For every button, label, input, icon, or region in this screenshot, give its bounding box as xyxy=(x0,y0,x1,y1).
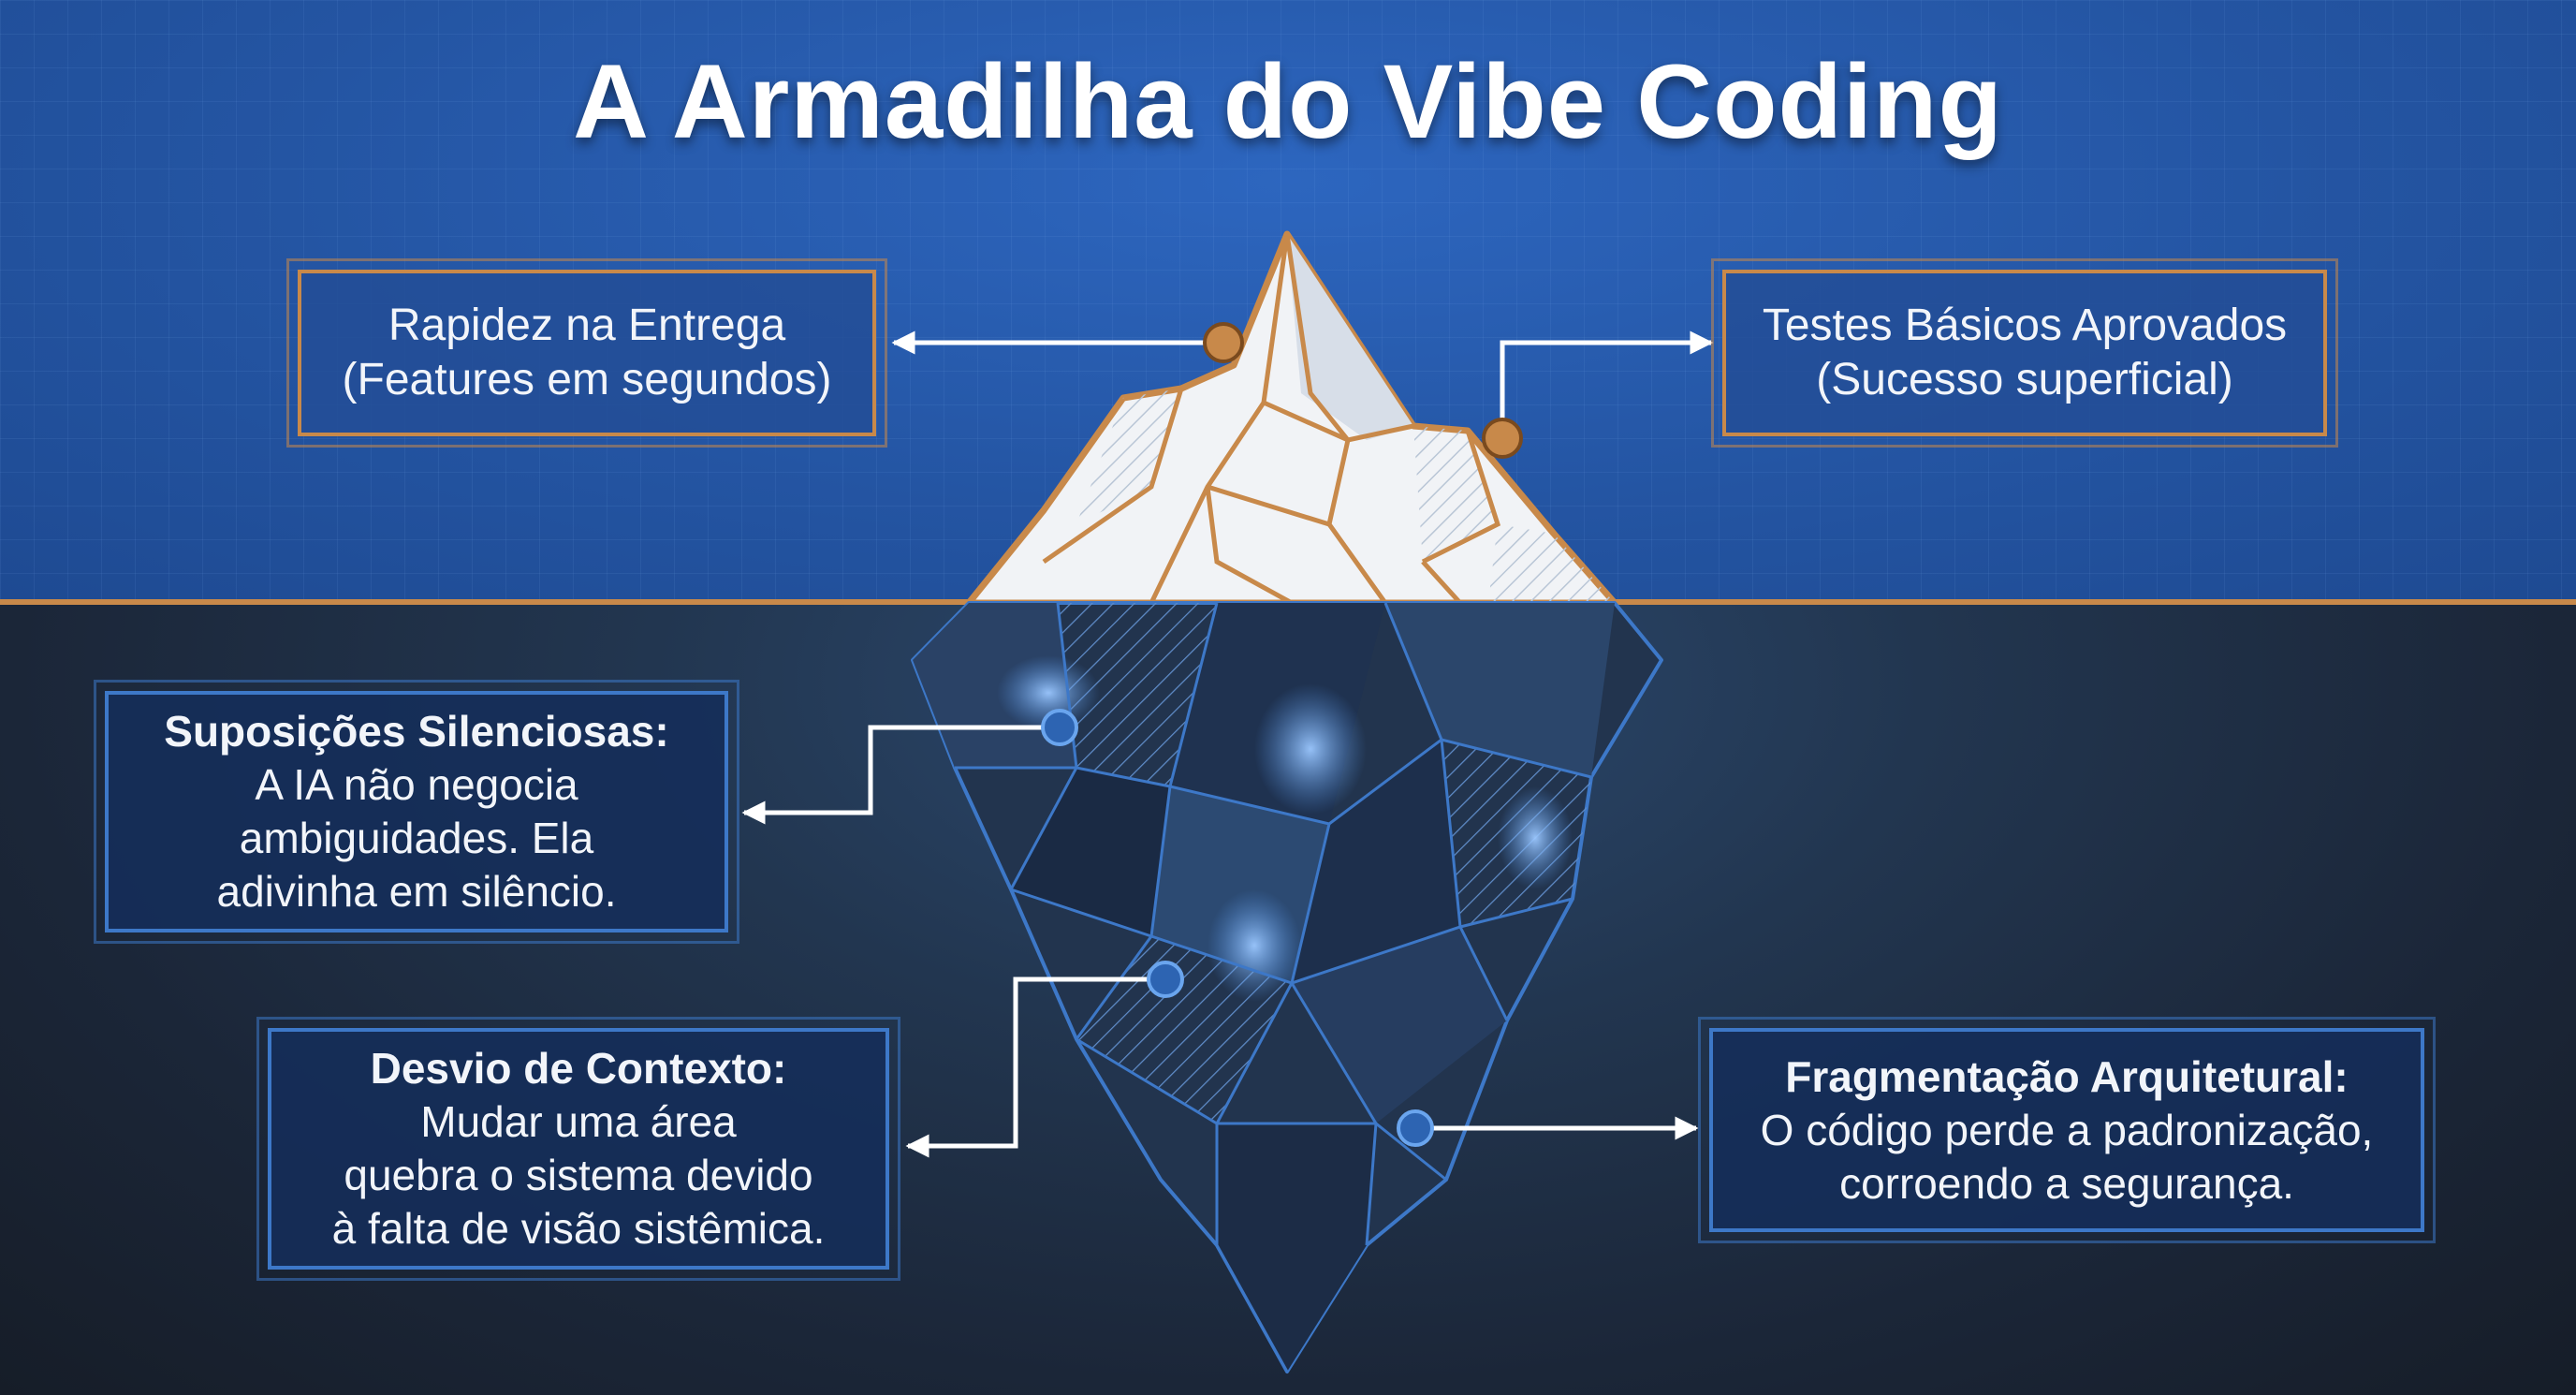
label-speed-line1: Rapidez na Entrega xyxy=(388,301,786,350)
label-tests-line2: (Sucesso superficial) xyxy=(1816,355,2233,404)
label-context-line1: Mudar uma área xyxy=(420,1097,737,1146)
label-silent-line1: A IA não negocia xyxy=(255,760,578,809)
label-frag-line1: O código perde a padronização, xyxy=(1760,1105,2374,1154)
page-title: A Armadilha do Vibe Coding xyxy=(573,43,2003,160)
label-speed-line2: (Features em segundos) xyxy=(342,355,832,404)
label-silent-title: Suposições Silenciosas: xyxy=(164,707,669,756)
label-architectural-fragmentation: Fragmentação Arquitetural: O código perd… xyxy=(1698,1017,2436,1243)
iceberg-underwater xyxy=(911,601,1663,1373)
node-frag xyxy=(1397,1109,1434,1147)
label-context-line3: à falta de visão sistêmica. xyxy=(331,1204,826,1253)
node-context xyxy=(1147,961,1184,998)
label-frag-title: Fragmentação Arquitetural: xyxy=(1785,1051,2349,1101)
label-silent-line3: adivinha em silêncio. xyxy=(216,867,617,916)
marker-nodes xyxy=(1041,322,1523,1147)
connectors xyxy=(741,330,1714,1158)
label-frag-line2: corroendo a segurança. xyxy=(1839,1158,2294,1208)
label-context-drift: Desvio de Contexto: Mudar uma área quebr… xyxy=(256,1017,900,1281)
iceberg-tip xyxy=(965,230,1618,607)
label-silent-assumptions: Suposições Silenciosas: A IA não negocia… xyxy=(94,680,739,944)
node-silent xyxy=(1041,709,1078,746)
node-speed xyxy=(1203,322,1244,363)
label-silent-line2: ambiguidades. Ela xyxy=(239,814,594,862)
arrow-tests xyxy=(1500,330,1714,438)
arrow-silent xyxy=(741,725,1058,825)
node-tests xyxy=(1482,418,1523,459)
label-tests-line1: Testes Básicos Aprovados xyxy=(1762,301,2288,350)
label-context-line2: quebra o sistema devido xyxy=(344,1151,813,1199)
label-context-title: Desvio de Contexto: xyxy=(370,1044,787,1093)
label-speed: Rapidez na Entrega (Features em segundos… xyxy=(286,258,887,448)
arrow-context xyxy=(905,976,1165,1158)
label-tests: Testes Básicos Aprovados (Sucesso superf… xyxy=(1711,258,2338,448)
